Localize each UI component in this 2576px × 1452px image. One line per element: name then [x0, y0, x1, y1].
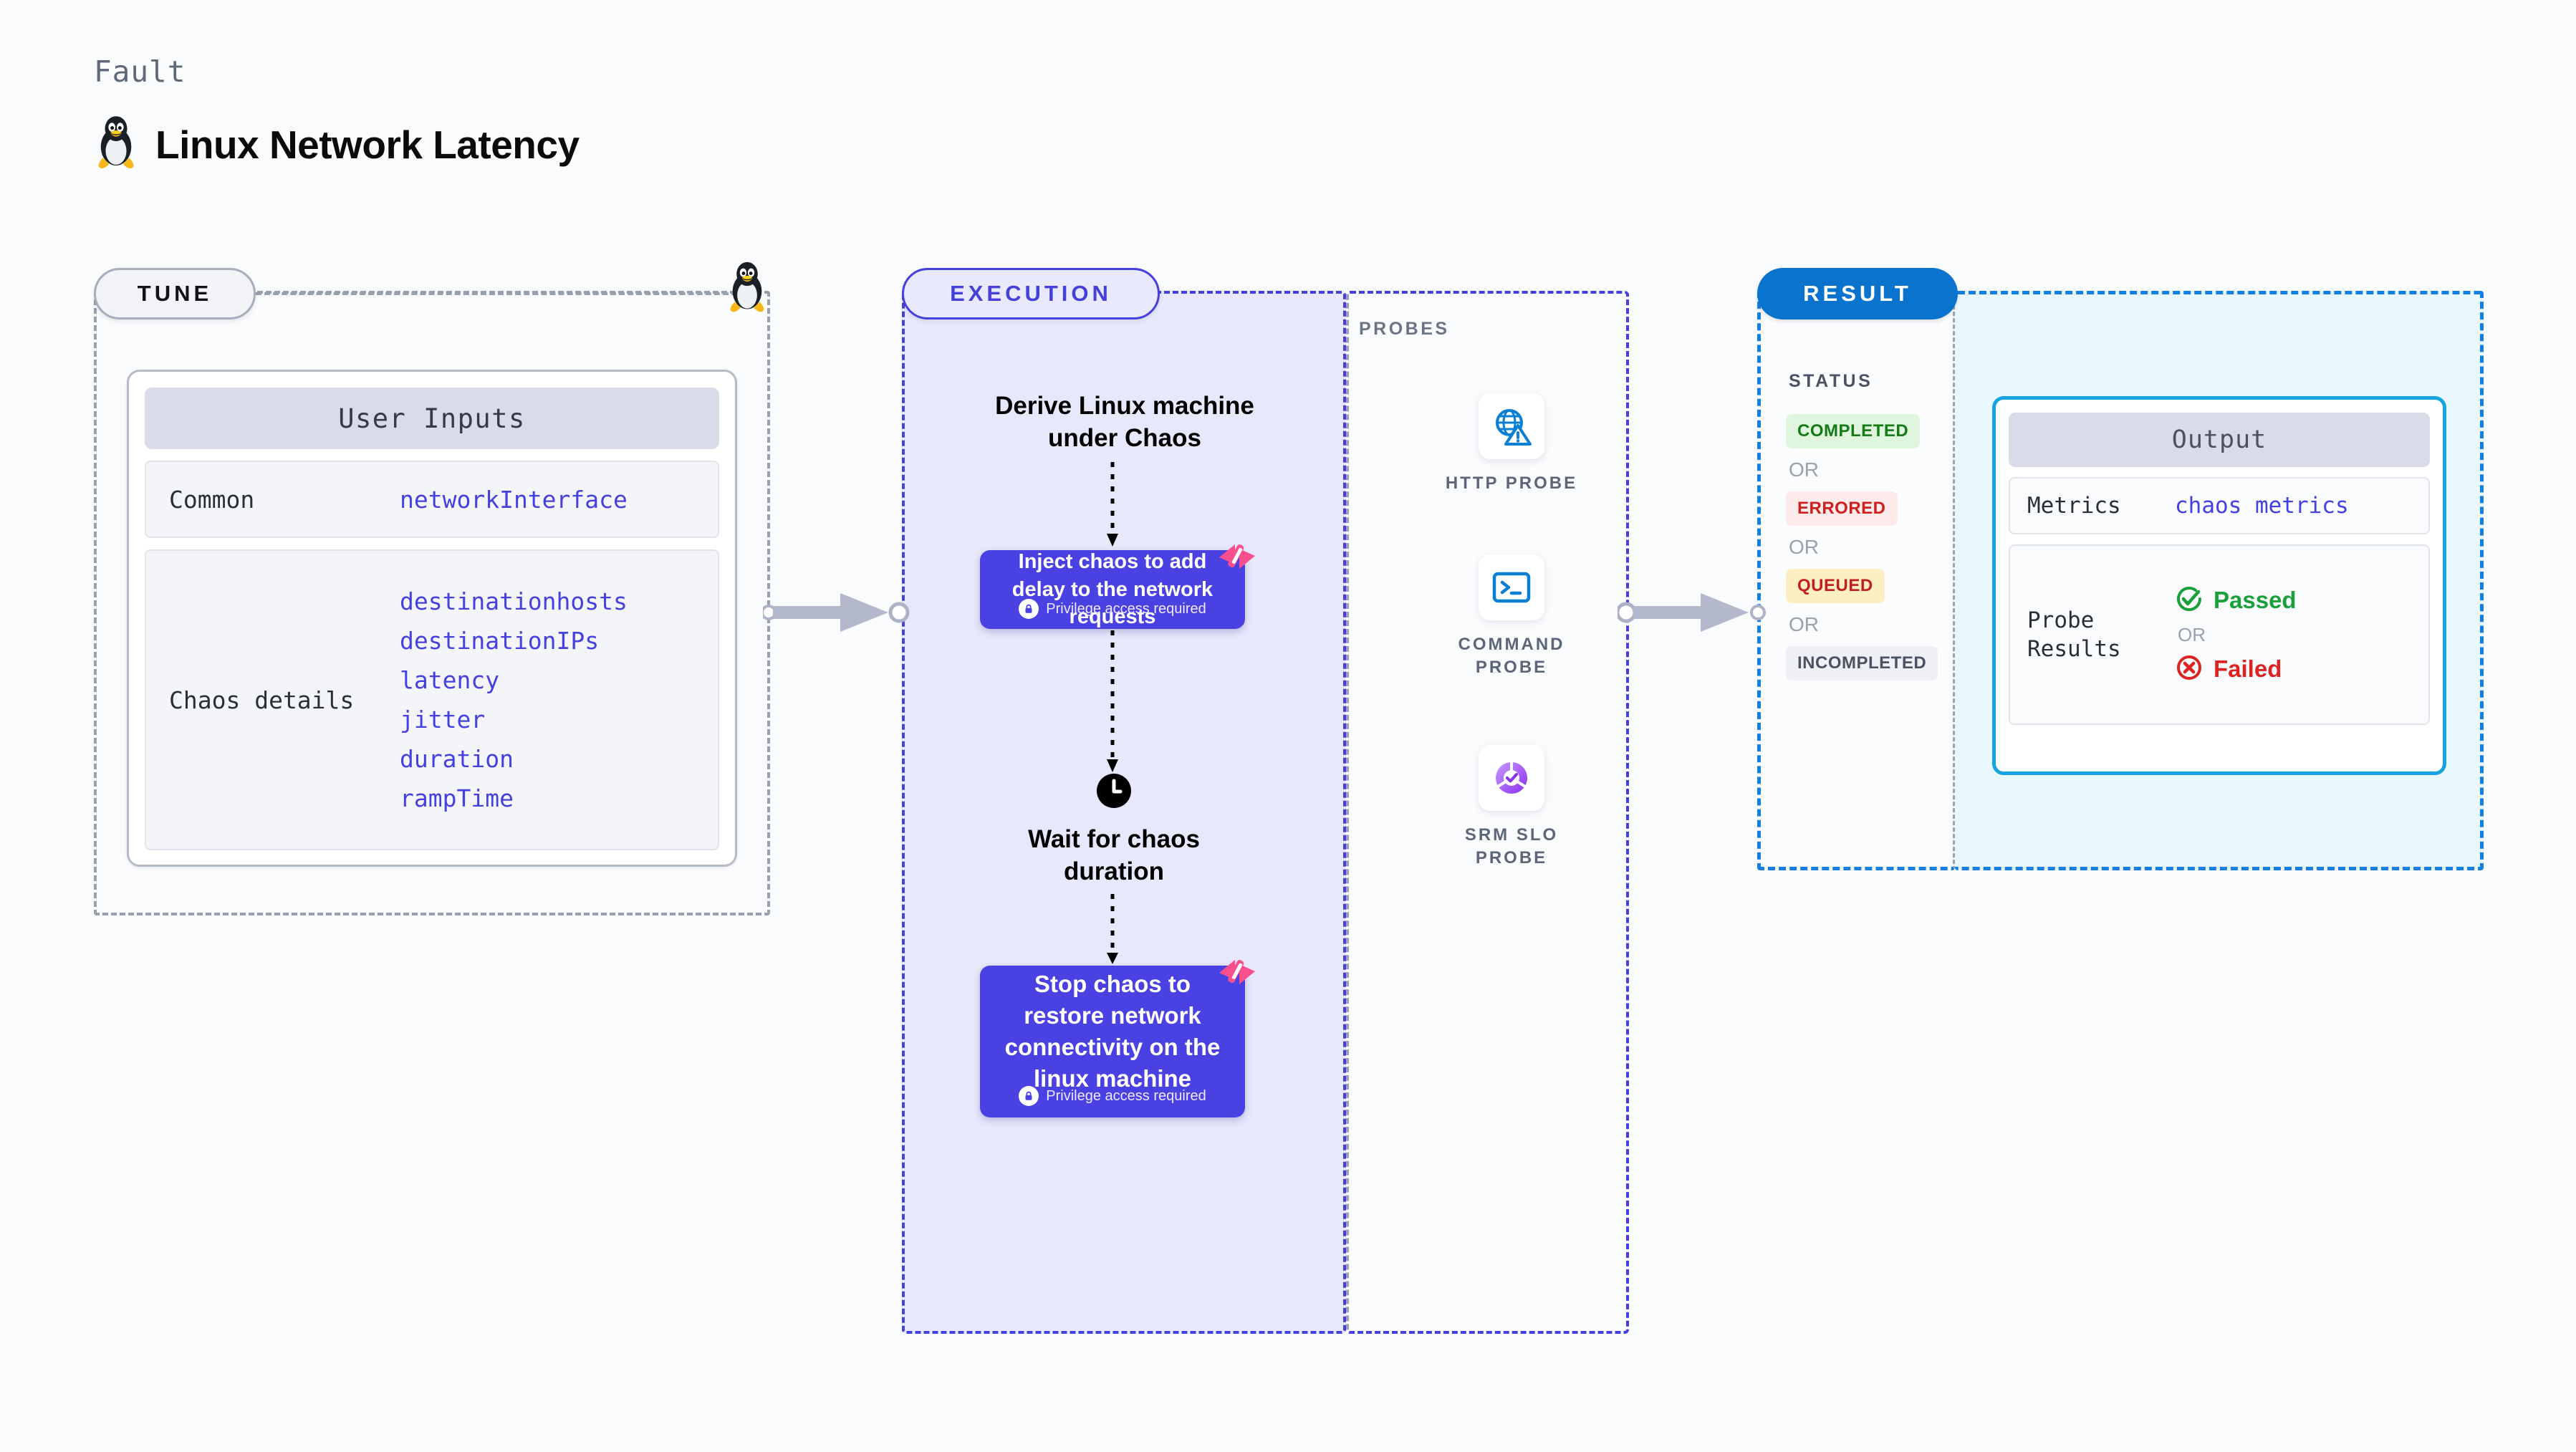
- probe-srm-slo[interactable]: SRM SLO PROBE: [1429, 745, 1594, 870]
- status-badge: COMPLETED: [1786, 414, 1921, 448]
- probes-section-container: [1346, 291, 1629, 1334]
- user-inputs-heading: User Inputs: [145, 388, 719, 449]
- linux-tux-penguin-icon: [94, 115, 138, 174]
- connector-execution-to-result: [1615, 580, 1768, 648]
- output-row-label: Metrics: [2027, 492, 2121, 519]
- tune-input-ramptime: rampTime: [400, 784, 514, 812]
- harness-logo-icon: [1215, 534, 1259, 582]
- node-label: Stop chaos to restore network connectivi…: [1004, 971, 1221, 1092]
- tune-pill-label: TUNE: [94, 268, 256, 319]
- tune-input-latency: latency: [400, 666, 500, 694]
- output-row-probe-results: Probe Results Passed OR: [2009, 544, 2430, 725]
- lock-icon: [1019, 599, 1039, 619]
- status-badge: INCOMPLETED: [1786, 646, 1938, 681]
- probe-http[interactable]: HTTP PROBE: [1429, 393, 1594, 495]
- tune-row-label: Common: [169, 485, 255, 514]
- tune-input-jitter: jitter: [400, 706, 486, 734]
- tune-input-destinationhosts: destinationhosts: [400, 587, 628, 615]
- probe-result-passed-label: Passed: [2214, 587, 2297, 613]
- tune-row-common: Common networkInterface: [145, 461, 719, 538]
- output-row-metrics: Metrics chaos metrics: [2009, 477, 2430, 534]
- status-badge: QUEUED: [1786, 569, 1885, 603]
- tune-dashed-connector: [256, 292, 737, 295]
- tune-row-values: destinationhosts destinationIPs latency …: [400, 587, 628, 812]
- privilege-note: Privilege access required: [1019, 1086, 1206, 1106]
- probe-label: COMMAND PROBE: [1458, 635, 1565, 678]
- output-row-label: Probe Results: [2027, 607, 2121, 662]
- output-card: Output Metrics chaos metrics Probe Resul…: [1992, 396, 2446, 775]
- probe-result-or-separator: OR: [2178, 623, 2206, 645]
- tune-input-destinationips: destinationIPs: [400, 627, 600, 655]
- page-kicker: Fault: [94, 54, 186, 89]
- status-or-separator: OR: [1789, 458, 1819, 481]
- globe-warning-icon: [1479, 393, 1544, 459]
- privilege-note-text: Privilege access required: [1046, 600, 1206, 617]
- tune-row-chaos-details: Chaos details destinationhosts destinati…: [145, 549, 719, 850]
- donut-check-icon: [1479, 745, 1544, 811]
- probe-label: HTTP PROBE: [1445, 473, 1578, 493]
- execution-step-derive-label: Derive Linux machine under Chaos: [995, 392, 1254, 452]
- privilege-note: Privilege access required: [1019, 599, 1206, 619]
- node-label: Inject chaos to add delay to the network…: [1011, 550, 1213, 629]
- x-circle-icon: [2175, 653, 2203, 686]
- execution-node-inject-chaos[interactable]: Inject chaos to add delay to the network…: [980, 544, 1255, 629]
- harness-logo-icon: [1215, 950, 1259, 998]
- tune-input-duration: duration: [400, 745, 514, 773]
- linux-tux-penguin-icon: [726, 261, 769, 317]
- status-or-separator: OR: [1789, 613, 1819, 635]
- check-circle-icon: [2175, 585, 2203, 617]
- execution-pill-label: EXECUTION: [902, 268, 1160, 319]
- execution-node-stop-chaos[interactable]: Stop chaos to restore network connectivi…: [980, 960, 1255, 1117]
- result-pill-label: RESULT: [1757, 268, 1958, 319]
- probe-result-failed: Failed: [2175, 653, 2297, 686]
- probe-label: SRM SLO PROBE: [1464, 825, 1559, 868]
- probe-result-failed-label: Failed: [2214, 655, 2282, 682]
- status-or-separator: OR: [1789, 536, 1819, 558]
- probe-result-values: Passed OR Failed: [2175, 585, 2297, 686]
- execution-step-wait-label: Wait for chaos duration: [1028, 825, 1200, 885]
- status-badge-list: COMPLETED OR ERRORED OR QUEUED OR INCOMP…: [1786, 414, 1951, 681]
- flow-arrow-wait-to-stop: [1104, 894, 1121, 969]
- terminal-prompt-icon: [1479, 554, 1544, 620]
- tune-row-label: Chaos details: [169, 686, 355, 714]
- status-heading: STATUS: [1789, 371, 1873, 391]
- probes-section-label: PROBES: [1359, 319, 1450, 339]
- flow-arrow-derive-to-inject: [1104, 462, 1121, 552]
- flow-arrow-inject-to-wait: [1104, 630, 1121, 777]
- output-metrics-value: chaos metrics: [2175, 493, 2349, 519]
- user-inputs-card: User Inputs Common networkInterface Chao…: [127, 370, 737, 867]
- tune-row-values: networkInterface: [400, 486, 628, 514]
- output-heading: Output: [2009, 413, 2430, 467]
- connector-tune-to-execution: [761, 580, 913, 648]
- clock-icon: [1097, 774, 1131, 812]
- page-title-row: Linux Network Latency: [94, 115, 580, 174]
- page-title: Linux Network Latency: [155, 122, 580, 167]
- probe-command[interactable]: COMMAND PROBE: [1429, 554, 1594, 680]
- status-badge: ERRORED: [1786, 491, 1898, 526]
- execution-section-container: [902, 291, 1346, 1334]
- tune-input-networkinterface: networkInterface: [400, 485, 628, 514]
- privilege-note-text: Privilege access required: [1046, 1087, 1206, 1104]
- probe-result-passed: Passed: [2175, 585, 2297, 617]
- lock-icon: [1019, 1086, 1039, 1106]
